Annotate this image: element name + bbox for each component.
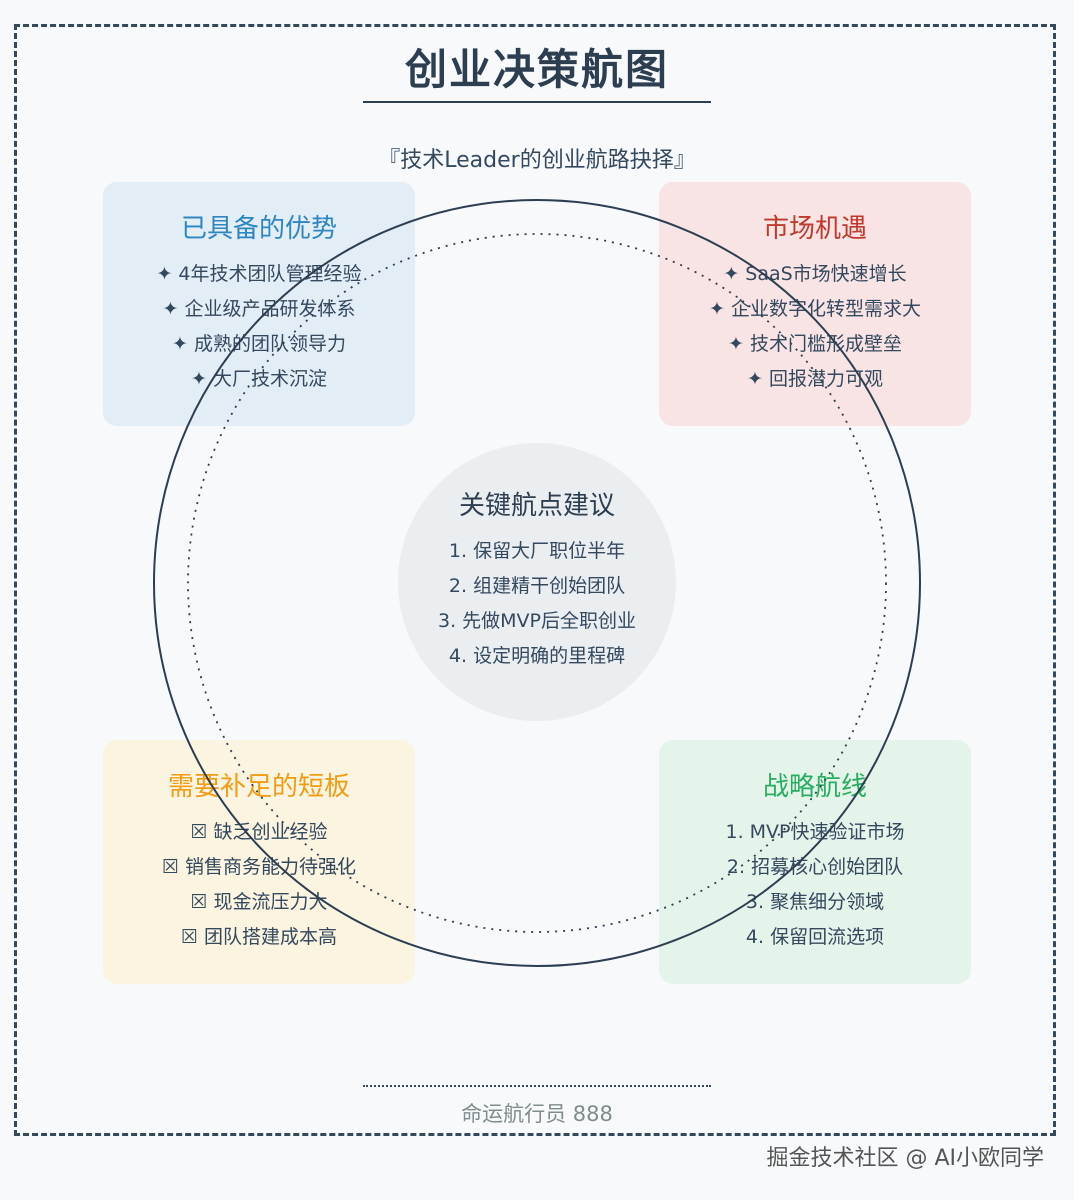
list-item: 3. 先做MVP后全职创业: [437, 610, 637, 632]
list-item: ✦ 技术门槛形成壁垒: [728, 333, 902, 355]
opportunities-heading: 市场机遇: [762, 214, 867, 244]
list-item: ✦ 回报潜力可观: [747, 368, 883, 390]
list-item: ✦ 企业数字化转型需求大: [709, 298, 921, 320]
watermark: 掘金技术社区 @ AI小欧同学: [766, 1146, 1044, 1171]
weaknesses-list: ☒ 缺乏创业经验 ☒ 销售商务能力待强化 ☒ 现金流压力大 ☒ 团队搭建成本高: [103, 815, 415, 955]
opportunities-list: ✦ SaaS市场快速增长 ✦ 企业数字化转型需求大 ✦ 技术门槛形成壁垒 ✦ 回…: [659, 257, 971, 397]
footer-signature: 命运航行员 888: [461, 1102, 613, 1126]
list-item: ✦ 4年技术团队管理经验: [156, 263, 362, 285]
list-item: ☒ 现金流压力大: [190, 891, 328, 913]
list-item: ✦ 成熟的团队领导力: [172, 333, 346, 355]
list-item: 2. 组建精干创始团队: [448, 575, 626, 597]
advantages-heading: 已具备的优势: [180, 214, 337, 244]
list-item: 1. MVP快速验证市场: [725, 821, 905, 843]
strategy-card: 战略航线 1. MVP快速验证市场 2. 招募核心创始团队 3. 聚焦细分领域 …: [659, 740, 971, 984]
list-item: 1. 保留大厂职位半年: [448, 540, 626, 562]
strategy-list: 1. MVP快速验证市场 2. 招募核心创始团队 3. 聚焦细分领域 4. 保留…: [659, 815, 971, 955]
advantages-card: 已具备的优势 ✦ 4年技术团队管理经验 ✦ 企业级产品研发体系 ✦ 成熟的团队领…: [103, 182, 415, 426]
list-item: ☒ 缺乏创业经验: [190, 821, 328, 843]
list-item: ✦ SaaS市场快速增长: [723, 263, 907, 285]
center-list: 1. 保留大厂职位半年 2. 组建精干创始团队 3. 先做MVP后全职创业 4.…: [398, 534, 676, 674]
list-item: ✦ 企业级产品研发体系: [162, 298, 356, 320]
list-item: ☒ 销售商务能力待强化: [161, 856, 357, 878]
dashed-frame: [14, 24, 1056, 1136]
list-item: 4. 保留回流选项: [745, 926, 885, 948]
weaknesses-heading: 需要补足的短板: [167, 772, 350, 802]
weaknesses-card: 需要补足的短板 ☒ 缺乏创业经验 ☒ 销售商务能力待强化 ☒ 现金流压力大 ☒ …: [103, 740, 415, 984]
key-waypoints-circle: 关键航点建议 1. 保留大厂职位半年 2. 组建精干创始团队 3. 先做MVP后…: [398, 443, 676, 721]
page-subtitle: 『技术Leader的创业航路抉择』: [378, 148, 696, 173]
list-item: 2. 招募核心创始团队: [726, 856, 904, 878]
page-title: 创业决策航图: [404, 45, 669, 94]
list-item: ✦ 大厂技术沉淀: [191, 368, 327, 390]
list-item: 4. 设定明确的里程碑: [448, 645, 626, 667]
list-item: ☒ 团队搭建成本高: [180, 926, 338, 948]
opportunities-card: 市场机遇 ✦ SaaS市场快速增长 ✦ 企业数字化转型需求大 ✦ 技术门槛形成壁…: [659, 182, 971, 426]
center-heading: 关键航点建议: [458, 491, 615, 521]
advantages-list: ✦ 4年技术团队管理经验 ✦ 企业级产品研发体系 ✦ 成熟的团队领导力 ✦ 大厂…: [103, 257, 415, 397]
title-underline: [363, 101, 711, 103]
strategy-heading: 战略航线: [762, 772, 867, 802]
list-item: 3. 聚焦细分领域: [745, 891, 885, 913]
footer-divider: [363, 1085, 711, 1087]
